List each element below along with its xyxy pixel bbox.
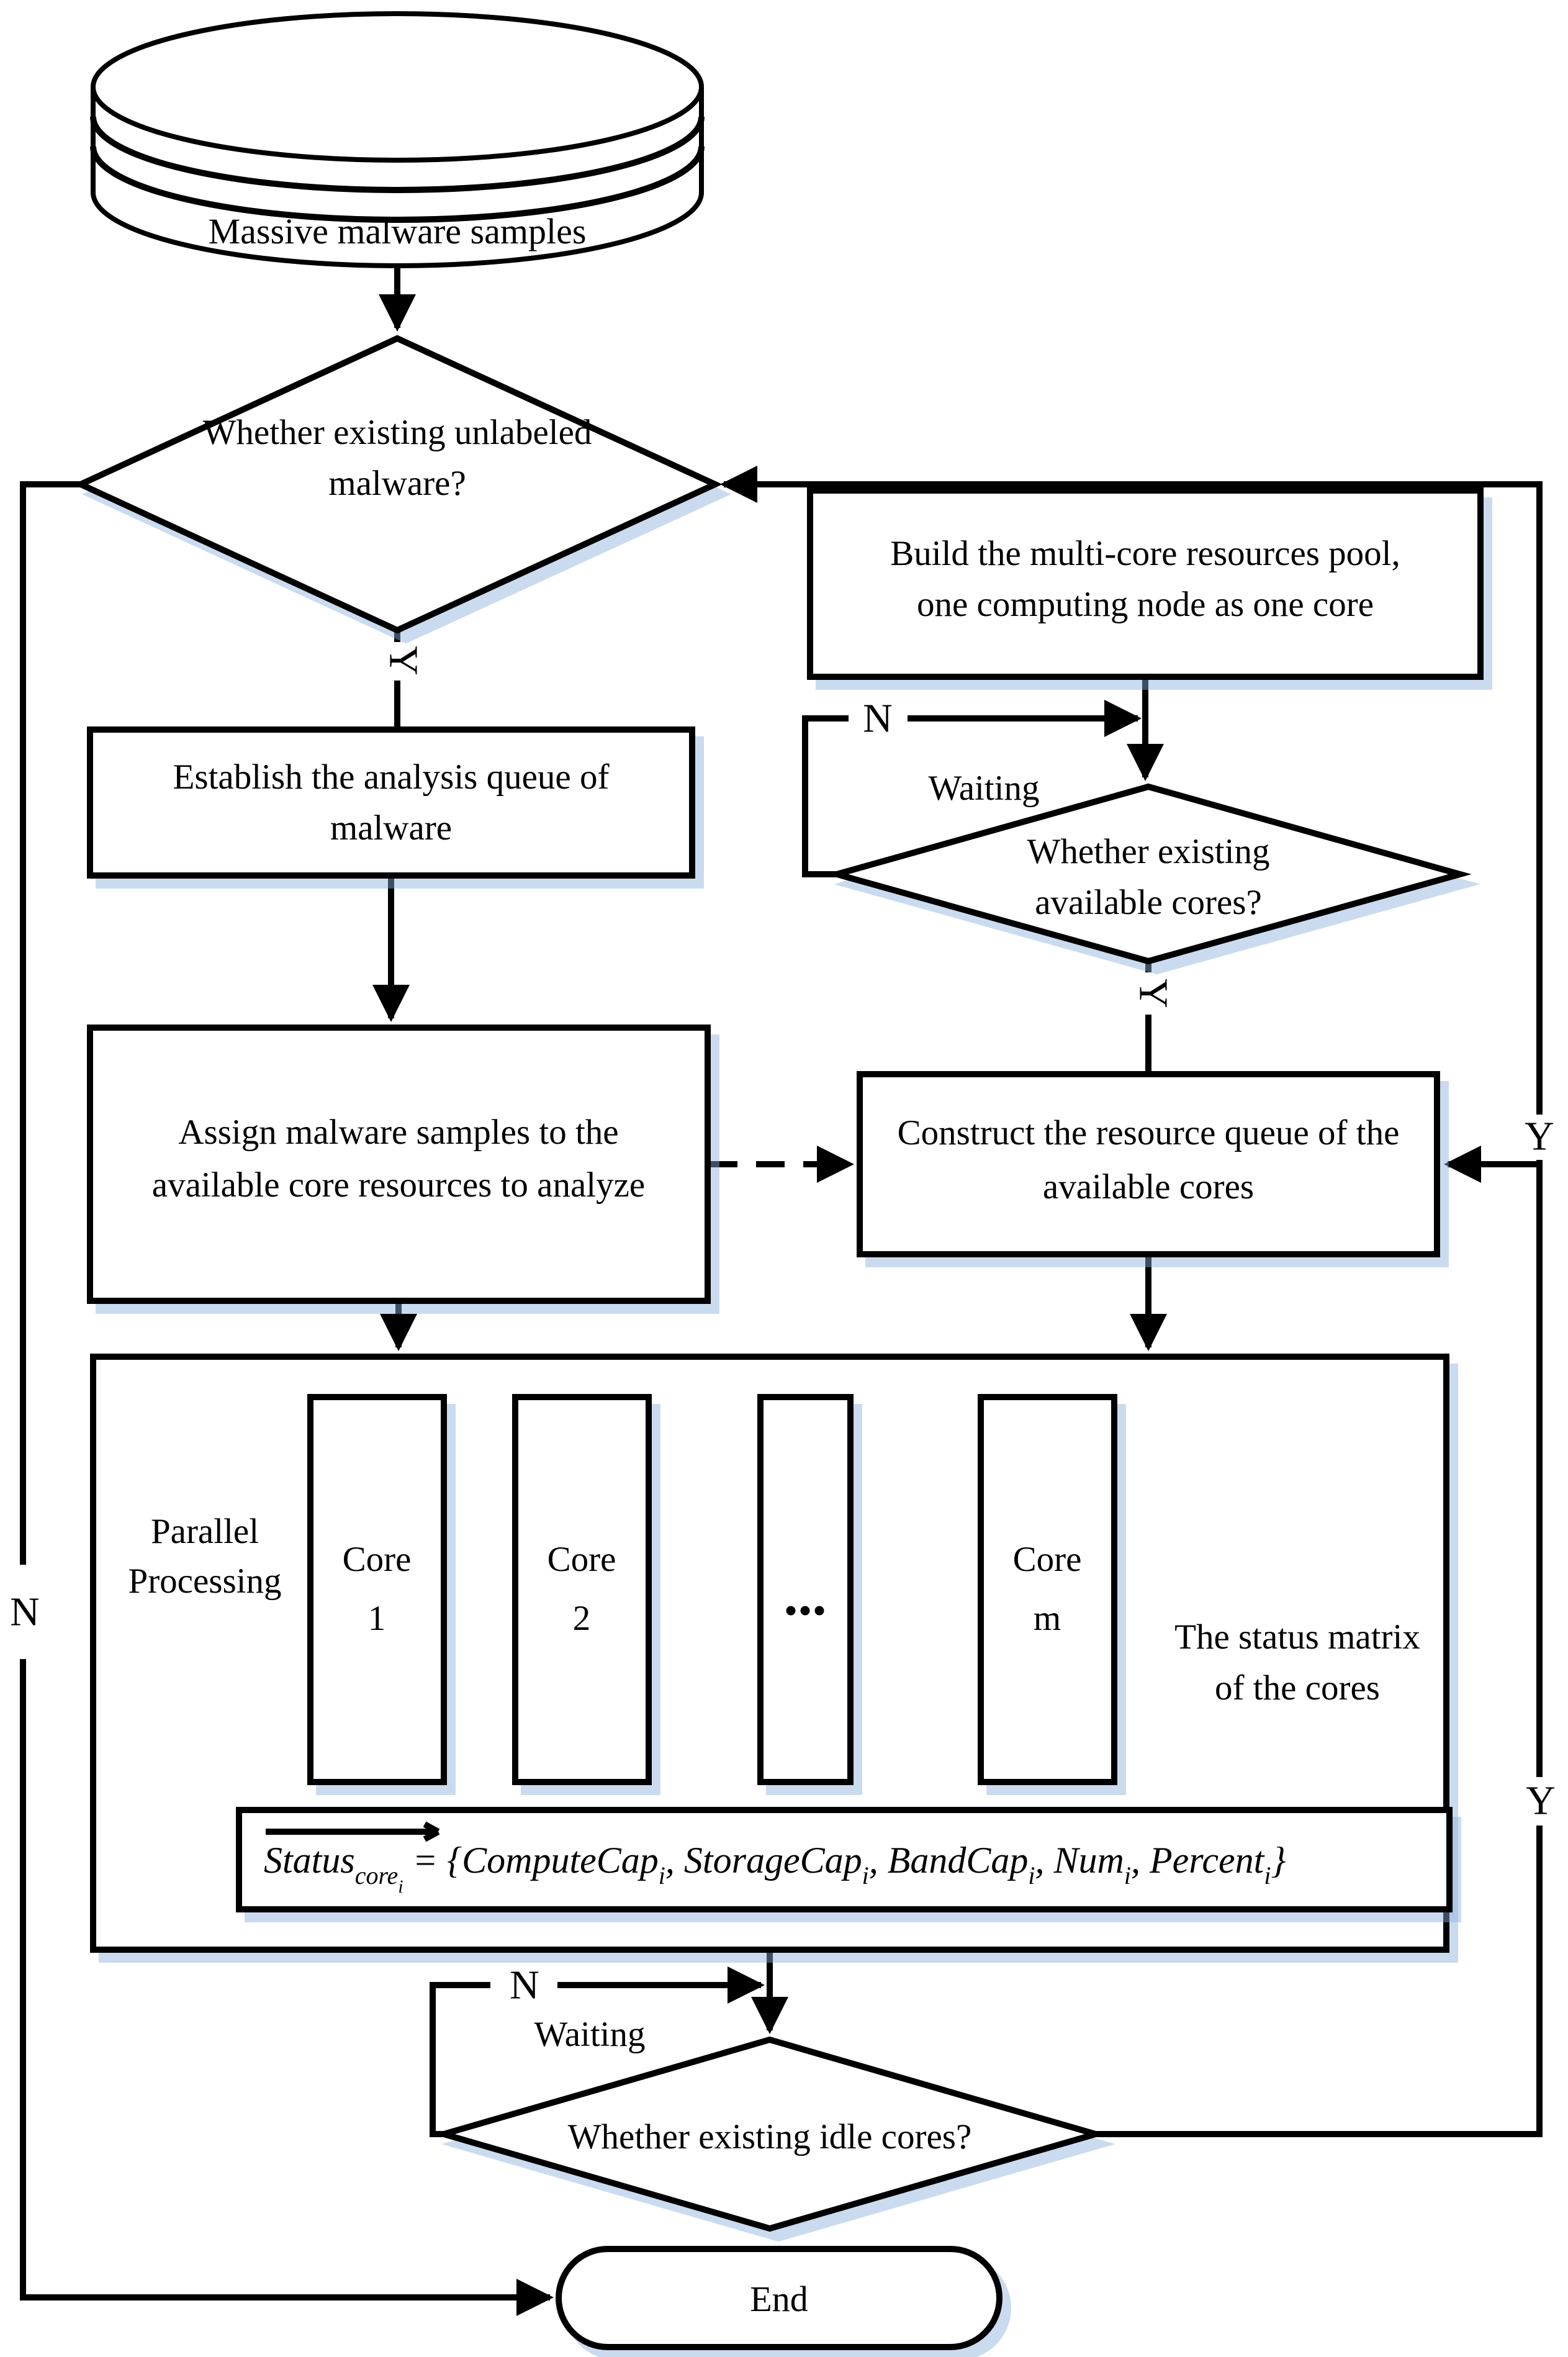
edge-idle-yes-rail-bottom xyxy=(1096,1825,1543,2137)
formula-equals: = { xyxy=(403,1840,462,1881)
decision-available-shape xyxy=(825,783,1472,965)
status-note-line2: of the cores xyxy=(1215,1668,1380,1708)
build-pool-line1: Build the multi-core resources pool, xyxy=(890,534,1400,573)
waiting-top-label: Waiting xyxy=(928,769,1039,808)
end-terminator xyxy=(556,2246,1003,2350)
edge-idle-no-seg1 xyxy=(430,1982,490,2137)
parallel-block-line2: Processing xyxy=(128,1562,282,1601)
status-note-line1: The status matrix xyxy=(1174,1617,1420,1657)
establish-queue-line2: malware xyxy=(330,808,452,848)
status-vector-overline-arrow xyxy=(266,1821,440,1842)
construct-queue-box xyxy=(857,1071,1440,1257)
edge-label-unlabeled-yes: Y xyxy=(381,646,426,676)
core-m-box xyxy=(978,1394,1117,1785)
build-pool-box xyxy=(807,487,1484,680)
core-1-line2: 1 xyxy=(368,1599,386,1638)
formula-term4: Num xyxy=(1053,1840,1124,1881)
core-ellipsis-box xyxy=(757,1394,854,1785)
edge-label-unlabeled-no: N xyxy=(10,1590,40,1635)
edge-label-yes-to-construct: Y xyxy=(1525,1114,1554,1159)
decision-unlabeled-shape xyxy=(73,335,723,634)
core-1-box xyxy=(307,1394,447,1785)
core-2-line1: Core xyxy=(547,1540,616,1579)
core-2-box xyxy=(512,1394,652,1785)
database-disk-line-1 xyxy=(90,116,705,193)
formula-lead-sub: core xyxy=(355,1862,399,1889)
end-label: End xyxy=(750,2279,808,2319)
decision-idle-shape xyxy=(433,2036,1107,2232)
formula-term1: ComputeCap xyxy=(462,1840,659,1881)
edge-yes-rail-to-decision-unlabeled xyxy=(720,466,1543,1115)
edge-label-available-no: N xyxy=(863,696,893,741)
formula-term2-sub: i xyxy=(862,1862,869,1889)
establish-queue-line1: Establish the analysis queue of xyxy=(173,758,610,797)
decision-unlabeled-line1: Whether existing unlabeled xyxy=(203,413,592,452)
core-m-line2: m xyxy=(1034,1599,1061,1638)
decision-available-line1: Whether existing xyxy=(1027,832,1270,871)
core-1-line1: Core xyxy=(343,1540,412,1579)
formula-close-brace: } xyxy=(1271,1840,1286,1881)
decision-unlabeled-line2: malware? xyxy=(328,464,466,503)
formula-term2: StorageCap xyxy=(684,1840,862,1881)
edge-label-idle-no: N xyxy=(510,1963,539,2008)
assign-samples-line2: available core resources to analyze xyxy=(152,1165,645,1205)
formula-term3-sub: i xyxy=(1028,1862,1035,1889)
formula-lead-subindex: i xyxy=(398,1876,403,1897)
core-2-line2: 2 xyxy=(573,1599,591,1638)
core-m-line1: Core xyxy=(1013,1540,1082,1579)
parallel-block-line1: Parallel xyxy=(151,1512,259,1551)
establish-queue-box xyxy=(87,726,695,879)
formula-lead: Status xyxy=(264,1840,355,1881)
waiting-bottom-label: Waiting xyxy=(534,2015,645,2054)
edge-available-no-seg1 xyxy=(802,715,849,877)
status-formula-text: Statuscorei = {ComputeCapi, StorageCapi,… xyxy=(264,1840,1286,1897)
status-formula-box xyxy=(236,1807,1453,1912)
formula-term5: Percent xyxy=(1149,1840,1265,1881)
assign-samples-line1: Assign malware samples to the xyxy=(178,1113,618,1152)
database-cylinder-top xyxy=(91,11,704,163)
edge-unlabeled-no-seg1 xyxy=(20,481,81,1565)
core-ellipsis-label: ... xyxy=(784,1563,827,1627)
decision-idle-label: Whether existing idle cores? xyxy=(568,2117,972,2156)
decision-available-line2: available cores? xyxy=(1035,883,1262,922)
build-pool-line2: one computing node as one core xyxy=(917,585,1374,624)
edge-unlabeled-no-seg2 xyxy=(20,1659,554,2316)
construct-queue-line2: available cores xyxy=(1043,1167,1254,1206)
formula-sep2: , xyxy=(869,1840,888,1881)
formula-term4-sub: i xyxy=(1124,1862,1131,1889)
assign-samples-box xyxy=(87,1025,711,1304)
formula-sep4: , xyxy=(1131,1840,1150,1881)
construct-queue-line1: Construct the resource queue of the xyxy=(898,1113,1400,1152)
formula-sep1: , xyxy=(665,1840,684,1881)
database-label: Massive malware samples xyxy=(209,211,587,251)
formula-sep3: , xyxy=(1035,1840,1054,1881)
edge-label-yes-to-top: Y xyxy=(1526,1778,1556,1824)
database-disk-line-2 xyxy=(90,146,705,223)
database-cylinder xyxy=(90,11,705,268)
formula-term5-sub: i xyxy=(1264,1862,1271,1889)
edge-label-available-yes: Y xyxy=(1131,979,1176,1008)
formula-term1-sub: i xyxy=(659,1862,665,1889)
formula-term3: BandCap xyxy=(888,1840,1029,1881)
